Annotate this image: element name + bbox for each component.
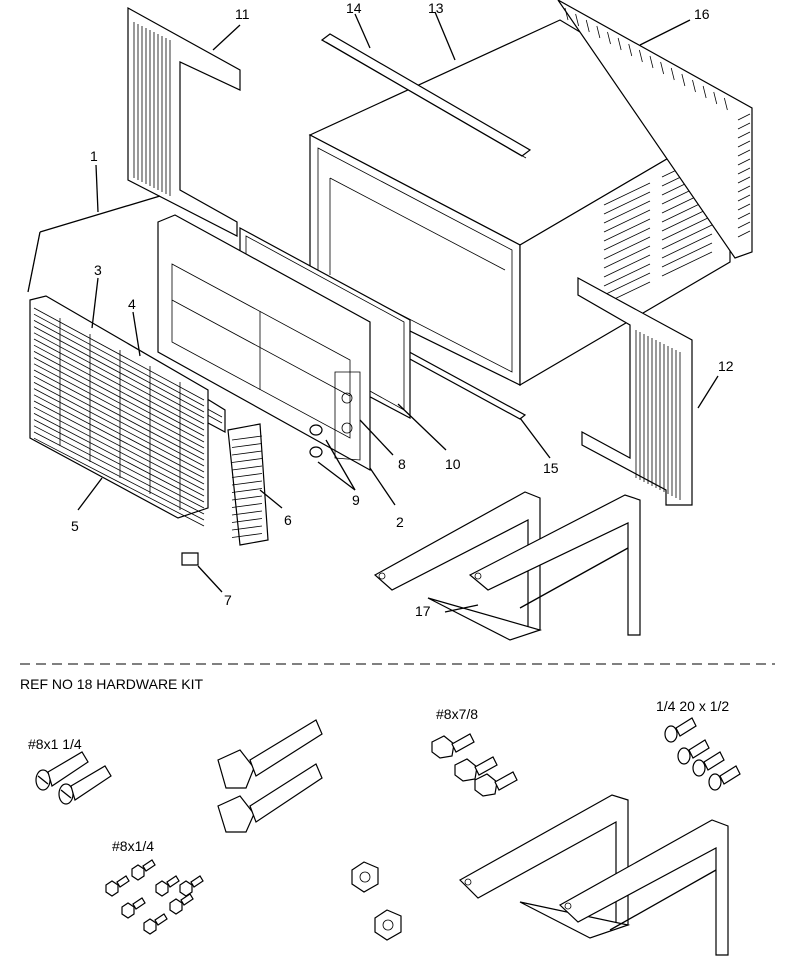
callout-15: 15 — [543, 460, 559, 476]
label-screw-8x1-1-4: #8x1 1/4 — [28, 736, 82, 752]
callout-6: 6 — [284, 512, 292, 528]
callout-4: 4 — [128, 296, 136, 312]
callout-10: 10 — [445, 456, 461, 472]
part-front-frame — [157, 214, 371, 472]
callout-16: 16 — [694, 6, 710, 22]
nut-pair — [351, 861, 402, 941]
callout-2: 2 — [396, 514, 404, 530]
part-top-rail — [320, 33, 532, 159]
label-screw-8x1-4: #8x1/4 — [112, 838, 155, 854]
callout-8: 8 — [398, 456, 406, 472]
callout-11: 11 — [235, 6, 250, 22]
part-clip — [181, 552, 199, 566]
part-knobs — [309, 424, 323, 458]
part-rear-grille — [557, 0, 753, 259]
long-bolt-pair — [217, 719, 323, 833]
callout-14: 14 — [346, 0, 362, 16]
part-front-grille — [29, 295, 209, 527]
callout-12: 12 — [718, 358, 734, 374]
callout-3: 3 — [94, 262, 102, 278]
label-screw-8x7-8: #8x7/8 — [436, 706, 479, 722]
callout-5: 5 — [71, 518, 79, 534]
callout-13: 13 — [428, 0, 444, 16]
kit-brackets — [459, 794, 729, 956]
callout-9: 9 — [352, 492, 360, 508]
leader-lines — [27, 11, 719, 613]
part-left-curtain — [127, 6, 241, 237]
screw-8x1-1-4-pair — [35, 751, 112, 805]
callout-1: 1 — [90, 148, 98, 164]
part-right-curtain — [577, 276, 693, 506]
part-side-louver — [227, 423, 269, 546]
screw-1-4-20x1-2-set — [664, 717, 741, 791]
callout-7: 7 — [224, 592, 232, 608]
screw-8x1-4-set — [105, 859, 204, 935]
label-screw-1-4-20x1-2: 1/4 20 x 1/2 — [656, 698, 730, 714]
callout-17: 17 — [415, 603, 431, 619]
screw-8x7-8-set — [431, 733, 518, 797]
part-brackets — [373, 491, 641, 641]
hardware-kit-title: REF NO 18 HARDWARE KIT — [20, 676, 204, 692]
